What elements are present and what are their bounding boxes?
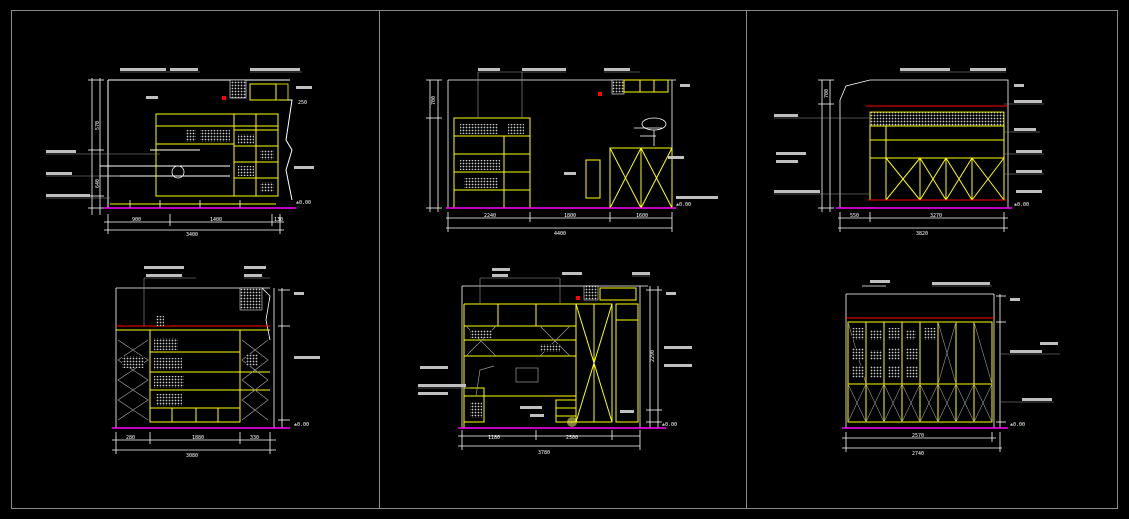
dim-total: 3820 [916,231,928,237]
dim-total: 3780 [538,450,550,456]
viewport-frames [11,10,1118,509]
dim-bottom-1: 1180 [488,435,500,441]
dim-bottom-1: 900 [132,217,141,223]
dim-right-2: ±0.00 [662,422,677,428]
dim-bottom-2: 2500 [566,435,578,441]
dim-bottom-3: 130 [274,217,283,223]
dim-bottom-2: 1880 [192,435,204,441]
dim-bottom-2: 1800 [564,213,576,219]
dim-bottom-3: 1600 [636,213,648,219]
dim-bottom-1: 2240 [484,213,496,219]
elevation-bottom-right: 2570 2740 ±0.00 [842,280,1060,457]
dim-right-1: ±0.00 [294,422,309,428]
elevation-bottom-left: 280 1880 330 3080 ±0.00 [112,266,320,459]
elevation-top-right: 550 3270 3820 700 ±0.00 [774,68,1044,237]
elevation-top-left: 900 1400 130 3400 570 640 250 ±0.00 [46,68,314,238]
dim-left-2: 640 [95,179,101,188]
dim-left-1: 570 [95,121,101,130]
dim-bottom-1: 280 [126,435,135,441]
dim-right-1: 250 [298,100,307,106]
dim-bottom-1: 550 [850,213,859,219]
dim-right-1: 2290 [650,350,656,362]
dim-bottom-1: 2570 [912,433,924,439]
elevation-top-center: 2240 1800 1600 4400 700 ±0.00 [426,68,718,237]
dim-bottom-3: 330 [250,435,259,441]
dim-total: 3400 [186,232,198,238]
elevation-bottom-center: 1180 2500 3780 2290 ±0.00 [418,268,692,456]
dim-total: 4400 [554,231,566,237]
dim-right-2: ±0.00 [296,200,311,206]
dim-left-1: 700 [431,96,437,105]
dim-right-1: ±0.00 [1014,202,1029,208]
dim-total: 3080 [186,453,198,459]
dim-bottom-2: 3270 [930,213,942,219]
dim-bottom-2: 1400 [210,217,222,223]
dim-total: 2740 [912,451,924,457]
dim-right-1: ±0.00 [1010,422,1025,428]
dim-right-1: ±0.00 [676,202,691,208]
dim-left-1: 700 [824,89,830,98]
